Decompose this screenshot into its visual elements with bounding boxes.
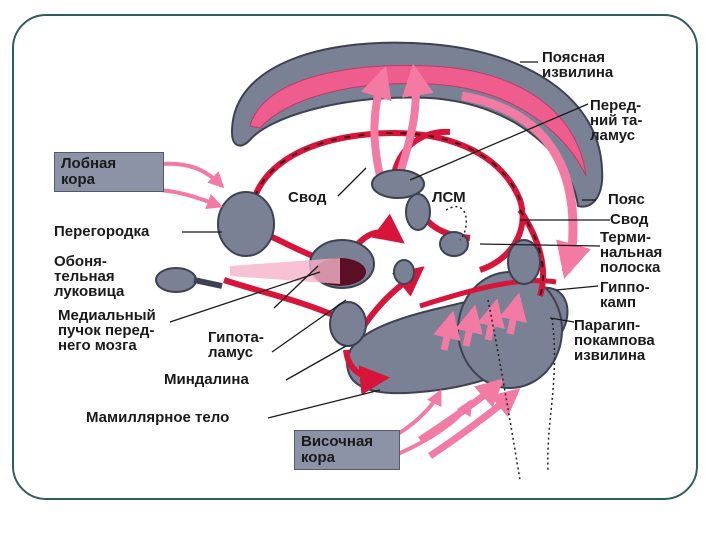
label-hippocampus: Гиппо- камп bbox=[600, 279, 650, 311]
label-olfactory-bulb: Обоня- тельная луковица bbox=[54, 253, 125, 300]
label-lsm: ЛСМ bbox=[432, 189, 466, 206]
mammillary-node bbox=[393, 259, 415, 285]
label-fornix-right: Свод bbox=[610, 211, 649, 228]
cingulum-bundle bbox=[461, 91, 591, 279]
anterior-thalamus bbox=[371, 169, 425, 199]
label-septum: Перегородка bbox=[54, 223, 150, 240]
habenula-nucleus bbox=[439, 231, 469, 257]
temporal-arrows bbox=[396, 389, 472, 456]
label-hypothalamus: Гипота- ламус bbox=[208, 329, 264, 361]
mfb-fan bbox=[230, 258, 340, 284]
amygdala bbox=[329, 301, 367, 347]
septum bbox=[217, 191, 275, 257]
olfactory-bulb bbox=[155, 267, 197, 293]
label-fornix-center: Свод bbox=[288, 189, 327, 206]
lsm-nucleus bbox=[405, 193, 431, 231]
pink-upward-arrows bbox=[361, 63, 434, 182]
label-medial-forebrain-bundle: Медиальный пучок перед- него мозга bbox=[58, 307, 156, 354]
label-amygdala: Миндалина bbox=[164, 371, 249, 388]
label-frontal-cortex: Лобная кора bbox=[54, 152, 164, 192]
label-anterior-thalamus: Перед- ний та- ламус bbox=[590, 97, 643, 144]
leader-lines bbox=[169, 61, 610, 419]
cingulate-gyrus-pink bbox=[249, 65, 587, 177]
hippocampus-tail bbox=[507, 239, 541, 285]
label-cingulum: Пояс bbox=[608, 191, 645, 208]
label-cingulate-gyrus: Поясная извилина bbox=[542, 49, 614, 81]
label-stria-terminalis: Терми- нальная полоска bbox=[600, 229, 663, 276]
label-parahippocampal-gyrus: Парагип- покампова извилина bbox=[574, 317, 655, 364]
label-mammillary-body: Мамиллярное тело bbox=[86, 409, 230, 426]
label-temporal-cortex: Височная кора bbox=[294, 430, 400, 470]
frontal-arrows bbox=[159, 161, 225, 209]
